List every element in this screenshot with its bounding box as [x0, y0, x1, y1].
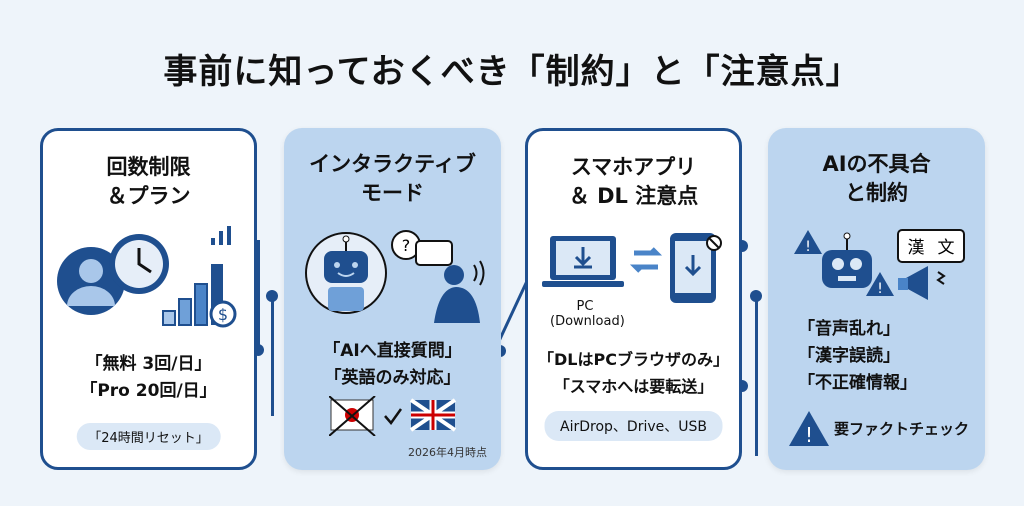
card-title: スマホアプリ	[570, 155, 697, 179]
reset-badge: 「24時間リセット」	[76, 423, 221, 450]
card-title: ＆プラン	[106, 184, 191, 208]
warning-icon: !	[789, 411, 829, 447]
card-title: モード	[361, 181, 424, 205]
fact-check-text: 要ファクトチェック	[834, 420, 970, 438]
card-title: ＆ DL 注意点	[568, 184, 699, 208]
connector-line	[755, 296, 758, 456]
svg-text:!: !	[805, 239, 811, 255]
robot-warning-icon: ! ! 漢 文	[794, 229, 965, 300]
svg-text:$: $	[218, 305, 228, 324]
card-title: 回数制限	[106, 155, 191, 179]
english-only-text: 「英語のみ対応」	[324, 368, 461, 388]
connector-line	[271, 296, 274, 416]
kanji-misread-text: 「漢字誤読」	[798, 346, 900, 366]
card-usage-limits: 回数制限 ＆プラン $ 「無料 3回/日」「Pro 20回/日」 「24時間リセッ…	[40, 128, 257, 470]
audio-glitch-text: 「音声乱れ」	[798, 319, 900, 339]
pc-label: PC	[576, 299, 594, 314]
page-title: 事前に知っておくべき「制約」と「注意点」	[163, 52, 861, 92]
kanji-glyph: 文	[938, 238, 955, 258]
connector-line	[257, 240, 260, 350]
svg-text:!: !	[877, 281, 883, 297]
date-note: 2026年4月時点	[408, 446, 487, 459]
svg-text:!: !	[805, 423, 813, 447]
kanji-glyph: 漢	[908, 238, 925, 258]
pro-limit-text: 「Pro 20回/日」	[80, 381, 217, 401]
robot-conversation-icon: ?	[305, 230, 485, 323]
pc-only-text: 「DLはPCブラウザのみ」	[538, 350, 729, 369]
card-app-download: スマホアプリ ＆ DL 注意点 PC(Download) 「DLはPCブラウザのみ…	[525, 128, 742, 470]
transfer-text: 「スマホへは要転送」	[553, 377, 714, 396]
free-limit-text: 「無料 3回/日」	[85, 354, 212, 374]
card-title: と制約	[845, 181, 908, 205]
user-clock-chart-dollar-icon: $	[57, 226, 237, 328]
card-title: インタラクティブ	[309, 152, 476, 176]
svg-text:?: ?	[402, 236, 411, 255]
transfer-methods-badge: AirDrop、Drive、USB	[544, 411, 723, 441]
inaccurate-info-text: 「不正確情報」	[798, 373, 917, 393]
card-interactive-mode: インタラクティブモード ? 「AIへ直接質問」「英語のみ対応」 2026年4月時…	[284, 128, 501, 470]
card-title: AIの不具合	[822, 152, 931, 176]
japan-crossed-uk-check-icon	[329, 396, 457, 436]
direct-question-text: 「AIへ直接質問」	[323, 341, 462, 361]
pc-sublabel: (Download)	[550, 314, 625, 329]
laptop-phone-transfer-icon	[542, 233, 722, 303]
card-ai-issues: AIの不具合と制約 ! ! 漢 文 「音声乱れ」「漢字誤読」「不正確情報」 ! …	[768, 128, 985, 470]
connector-dot	[266, 290, 278, 302]
